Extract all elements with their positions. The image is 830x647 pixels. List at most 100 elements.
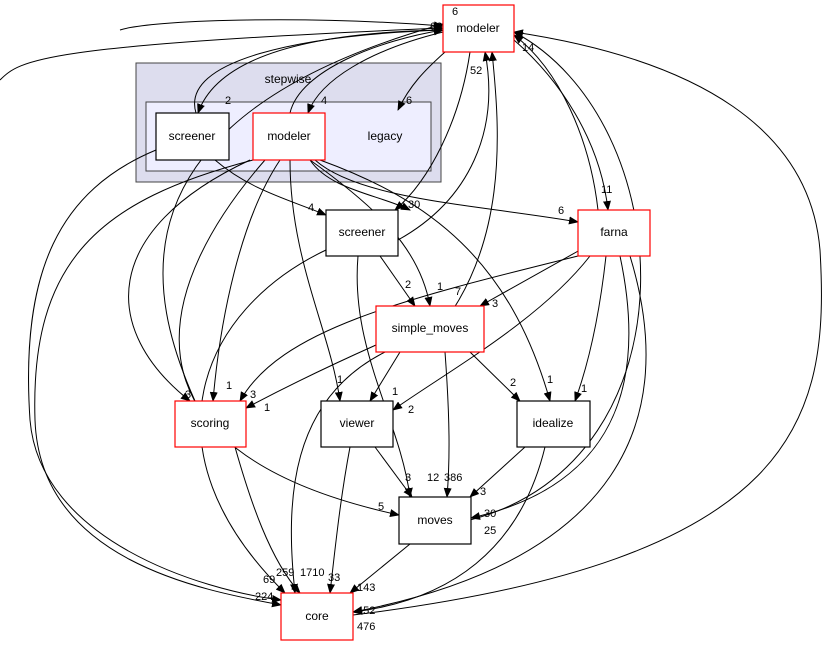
edge-label: 3 bbox=[405, 472, 411, 484]
edge-smodeler-modeler bbox=[289, 27, 444, 114]
edge-sscreener-screener bbox=[214, 159, 327, 216]
edge-smodeler-scoring2 bbox=[128, 159, 251, 402]
node-moves[interactable] bbox=[398, 496, 472, 545]
edge-farna-moves bbox=[470, 255, 630, 520]
edge-label: 452 bbox=[357, 605, 375, 617]
edge-label: 12 bbox=[427, 472, 439, 484]
node-scoring-label: scoring bbox=[191, 416, 230, 430]
node-simple-moves[interactable] bbox=[375, 305, 485, 353]
edge-smodeler-viewer bbox=[289, 159, 343, 402]
node-modeler-label: modeler bbox=[456, 21, 499, 35]
edge-label: 14 bbox=[522, 42, 534, 54]
nodes: modeler screener modeler screener farna … bbox=[155, 4, 651, 641]
edge-label: 1 bbox=[581, 383, 587, 395]
edge-scoring-modeler2 bbox=[162, 22, 444, 402]
edge-label: 2 bbox=[225, 95, 231, 107]
node-idealize[interactable] bbox=[516, 400, 591, 448]
edge-label: 3 bbox=[492, 298, 498, 310]
edge-label: 2 bbox=[408, 404, 414, 416]
edge-screener-modeler2 bbox=[397, 51, 491, 241]
node-moves-label: moves bbox=[417, 513, 452, 527]
edge-simplemoves-scoring bbox=[245, 344, 377, 409]
edge-modeler-screener2 bbox=[394, 51, 471, 211]
edge-label: 259 bbox=[276, 567, 294, 579]
node-idealize-label: idealize bbox=[533, 416, 574, 430]
edge-moves-core bbox=[349, 543, 411, 594]
node-simple-moves-label: simple_moves bbox=[392, 321, 469, 335]
edge-modeler-screener bbox=[197, 29, 444, 114]
edge-label: 69 bbox=[263, 574, 275, 586]
edge-label: 3 bbox=[480, 486, 486, 498]
node-viewer[interactable] bbox=[320, 400, 394, 448]
edge-top-long bbox=[119, 19, 444, 31]
node-core-label: core bbox=[305, 609, 329, 623]
edge-farna-viewer bbox=[392, 255, 591, 411]
node-core[interactable] bbox=[280, 592, 354, 641]
edge-simplemoves-viewer bbox=[369, 351, 401, 402]
edge-label: 224 bbox=[255, 591, 273, 603]
edge-farna-idealize bbox=[574, 255, 607, 402]
edge-viewer-core bbox=[327, 446, 351, 594]
edge-smodeler-screener bbox=[309, 159, 411, 211]
edge-label: 143 bbox=[357, 582, 375, 594]
edge-label: 2 bbox=[405, 279, 411, 291]
edge-farna-scoring bbox=[239, 255, 579, 402]
cluster-legacy-label: legacy bbox=[368, 129, 403, 143]
node-screener-label: screener bbox=[339, 225, 386, 239]
edge-label: 4 bbox=[308, 202, 314, 214]
edge-label: 1 bbox=[392, 386, 398, 398]
node-modeler[interactable] bbox=[442, 4, 515, 53]
edge-label: 25 bbox=[484, 525, 496, 537]
node-stepwise-modeler[interactable] bbox=[252, 112, 326, 161]
edge-label: 5 bbox=[378, 501, 384, 513]
edge-label: 4 bbox=[321, 95, 327, 107]
edge-label: 1 bbox=[264, 402, 270, 414]
edge-idealize-moves bbox=[469, 446, 526, 498]
edge-label: 30 bbox=[408, 199, 420, 211]
edge-label: 1 bbox=[337, 374, 343, 386]
edges bbox=[0, 19, 822, 616]
edge-core-modeler bbox=[352, 29, 822, 616]
edge-label: 386 bbox=[444, 472, 462, 484]
edge-smodeler-farna bbox=[314, 159, 579, 225]
edge-simplemoves-idealize bbox=[469, 351, 521, 402]
edge-modeler-smodeler bbox=[307, 31, 444, 114]
edge-screener-simplemoves bbox=[379, 255, 416, 307]
node-farna-label: farna bbox=[600, 225, 628, 239]
edge-label: 6 bbox=[558, 205, 564, 217]
edge-simplemoves-moves bbox=[443, 351, 452, 498]
edge-label: 6 bbox=[406, 95, 412, 107]
edge-simplemoves-core bbox=[290, 351, 386, 594]
edge-scoring-core bbox=[234, 446, 301, 594]
edge-smodeler-core bbox=[34, 159, 282, 608]
edge-label: 2 bbox=[510, 377, 516, 389]
edge-label: 1 bbox=[437, 281, 443, 293]
edge-label: 1 bbox=[547, 374, 553, 386]
edge-label: 33 bbox=[328, 572, 340, 584]
edge-modeler-farna bbox=[513, 39, 611, 211]
node-farna[interactable] bbox=[577, 209, 651, 257]
edge-screener-core bbox=[200, 249, 327, 594]
edge-moves-modeler bbox=[469, 31, 641, 521]
node-stepwise-screener-label: screener bbox=[169, 129, 216, 143]
edge-label: 11 bbox=[601, 184, 612, 196]
edge-farna-core bbox=[352, 255, 647, 615]
node-screener[interactable] bbox=[325, 209, 399, 257]
node-viewer-label: viewer bbox=[340, 416, 375, 430]
edge-screener-moves bbox=[356, 255, 413, 498]
node-stepwise-modeler-label: modeler bbox=[267, 129, 310, 143]
node-stepwise-screener[interactable] bbox=[155, 112, 230, 161]
edge-label: 7 bbox=[455, 286, 461, 298]
edge-modeler-legacy bbox=[397, 51, 446, 111]
edge-idealize-core bbox=[352, 446, 546, 615]
edge-label: 66 bbox=[430, 21, 442, 33]
edge-simplemoves-modeler bbox=[429, 51, 498, 341]
edge-label: 30 bbox=[484, 508, 496, 520]
edge-viewer-moves bbox=[374, 446, 413, 498]
edge-label: 52 bbox=[470, 65, 482, 77]
edge-farna-modeler bbox=[513, 34, 599, 211]
edge-smodeler-idealize bbox=[319, 159, 552, 402]
node-scoring[interactable] bbox=[174, 400, 247, 448]
